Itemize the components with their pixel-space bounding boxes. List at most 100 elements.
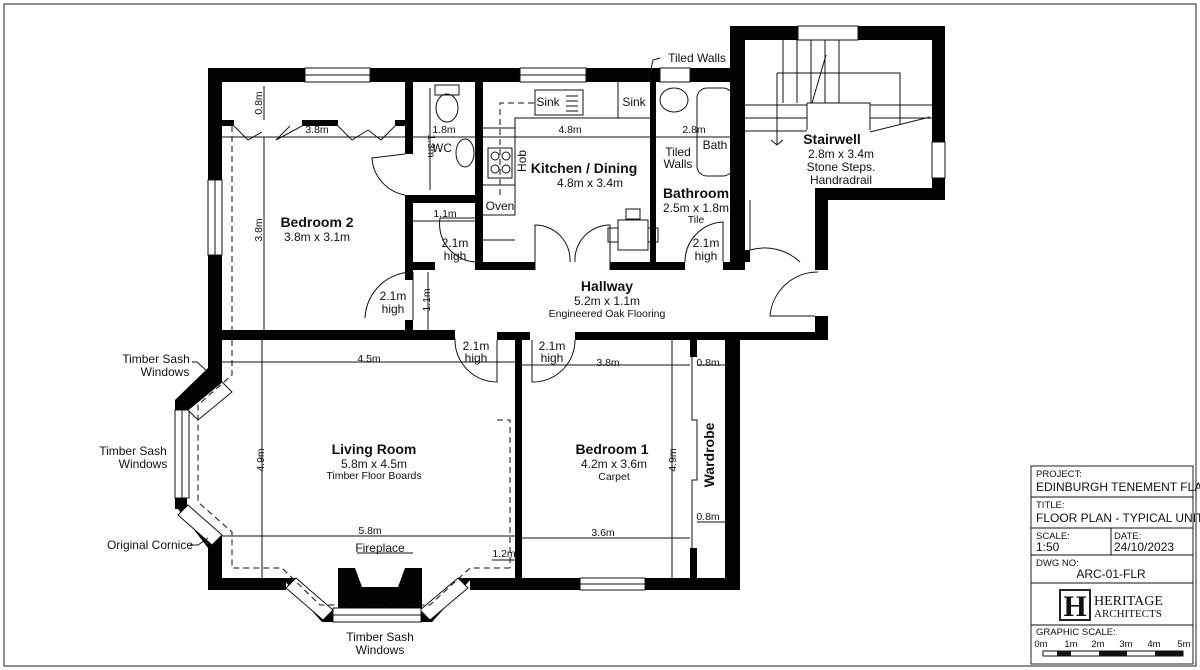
label-oven: Oven xyxy=(486,199,515,213)
original-cornice-line xyxy=(197,340,512,606)
logo-line1: HERITAGE xyxy=(1094,594,1163,609)
wardrobe-doors-bedroom2[interactable] xyxy=(233,125,396,141)
door-entrance[interactable] xyxy=(769,271,819,317)
fixtures xyxy=(197,40,932,608)
door-bathroom[interactable] xyxy=(684,221,724,263)
label-fireplace: Fireplace xyxy=(355,541,405,555)
room-size-bedroom1: 4.2m x 3.6m xyxy=(581,457,647,471)
room-size-living: 5.8m x 4.5m xyxy=(341,457,407,471)
tb-dwg-label: DWG NO: xyxy=(1036,558,1079,569)
scale-tick-3: 3m xyxy=(1119,639,1132,650)
dim-bed2-robe-depth: 0.8m xyxy=(253,91,265,115)
tb-scale-label: SCALE: xyxy=(1036,531,1070,542)
room-name-bathroom: Bathroom xyxy=(663,185,729,201)
door-label-bathroom-1: 2.1m xyxy=(693,236,720,250)
window-stairwell-top xyxy=(797,25,859,41)
tb-scale: 1:50 xyxy=(1036,540,1060,554)
tb-date-label: DATE: xyxy=(1114,531,1141,542)
dim-bed1-robe-top: 0.8m xyxy=(696,357,720,369)
tb-project: EDINBURGH TENEMENT FLAT xyxy=(1036,480,1200,494)
window-bathroom xyxy=(659,67,691,83)
door-label-living-2: high xyxy=(465,351,488,365)
dimension-lines xyxy=(222,86,738,578)
door-label-bathroom-2: high xyxy=(695,249,718,263)
dim-bed1-robe-bottom: 0.8m xyxy=(696,511,720,523)
door-label-bedroom1-1: 2.1m xyxy=(539,339,566,353)
wardrobe-doors-bedroom1[interactable] xyxy=(691,357,698,548)
dim-living-bottom: 5.8m xyxy=(358,525,382,537)
door-label-bedroom2-1: 2.1m xyxy=(380,289,407,303)
dim-kitchen-width: 4.8m xyxy=(558,124,582,136)
door-height-labels: 2.1m high 2.1m high 2.1m high 2.1m high … xyxy=(380,236,720,365)
dim-wc-width: 1.8m xyxy=(432,124,456,136)
kitchen-sink-icon xyxy=(534,89,584,116)
door-bedroom2[interactable] xyxy=(364,271,414,320)
room-name-living: Living Room xyxy=(332,441,417,457)
scale-tick-4: 4m xyxy=(1147,639,1160,650)
hob-icon xyxy=(487,147,513,179)
dim-bed2-width: 3.8m xyxy=(305,124,329,136)
tb-graphic-scale-label: GRAPHIC SCALE: xyxy=(1036,627,1116,638)
room-name-hallway: Hallway xyxy=(581,278,633,294)
heritage-logo: H HERITAGE ARCHITECTS xyxy=(1059,589,1163,623)
wc-cistern xyxy=(434,84,460,96)
door-living[interactable] xyxy=(454,338,498,383)
room-name-stairwell: Stairwell xyxy=(803,131,861,147)
label-wc: WC xyxy=(432,141,452,155)
tb-title-label: TITLE: xyxy=(1036,500,1065,511)
annotation-sash-1-line1: Timber Sash xyxy=(122,352,190,366)
dim-bed1-top: 3.8m xyxy=(596,357,620,369)
leader-sash-1 xyxy=(192,361,209,373)
scale-tick-2: 2m xyxy=(1091,639,1104,650)
door-label-cupboard-2: high xyxy=(444,249,467,263)
annotation-sash-3-line1: Timber Sash xyxy=(346,630,414,644)
door-label-living-1: 2.1m xyxy=(463,339,490,353)
window-bottom-left xyxy=(285,577,334,621)
tb-title: FLOOR PLAN - TYPICAL UNIT xyxy=(1036,511,1200,525)
door-wc[interactable] xyxy=(371,153,406,196)
bath-icon xyxy=(696,87,734,177)
dim-living-recess: 1.2m xyxy=(492,548,516,560)
annotation-cornice: Original Cornice xyxy=(107,538,193,552)
dim-living-top: 4.5m xyxy=(357,353,381,365)
room-name-wardrobe: Wardrobe xyxy=(701,422,717,487)
door-label-cupboard-1: 2.1m xyxy=(442,236,469,250)
dim-bed1-bottom: 3.6m xyxy=(591,527,615,539)
door-stairwell[interactable] xyxy=(749,200,801,263)
room-name-bedroom2: Bedroom 2 xyxy=(280,214,353,230)
label-hob: Hob xyxy=(515,150,529,172)
window-stairwell-side xyxy=(931,141,946,179)
room-name-bedroom1: Bedroom 1 xyxy=(575,441,648,457)
dim-bed2-length: 3.8m xyxy=(253,218,265,242)
annotation-sash-3-line2: Windows xyxy=(356,643,405,657)
leader-tiled-walls xyxy=(647,57,661,83)
room-finish-hallway: Engineered Oak Flooring xyxy=(549,308,666,320)
room-size-bathroom: 2.5m x 1.8m xyxy=(663,201,729,215)
label-tiled-walls-1: Tiled xyxy=(665,145,691,159)
title-block: PROJECT: EDINBURGH TENEMENT FLAT TITLE: … xyxy=(1030,465,1200,665)
room-finish-living: Timber Floor Boards xyxy=(326,470,421,482)
annotation-tiled-walls: Tiled Walls xyxy=(668,51,726,65)
door-label-bedroom1-2: high xyxy=(541,351,564,365)
door-kitchen-double[interactable] xyxy=(534,224,611,270)
scale-tick-0: 0m xyxy=(1034,639,1047,650)
logo-monogram: H xyxy=(1063,590,1086,623)
basin-wc-icon xyxy=(455,138,475,168)
door-bedroom1[interactable] xyxy=(531,339,576,383)
label-sink-2: Sink xyxy=(622,95,646,109)
tb-project-label: PROJECT: xyxy=(1036,469,1082,480)
logo-line2: ARCHITECTS xyxy=(1094,608,1162,620)
room-finish-bathroom: Tile xyxy=(688,214,705,226)
dim-wc-depth: 1.3m xyxy=(425,134,437,158)
window-bay-upper xyxy=(187,381,233,421)
graphic-scale: 0m 1m 2m 3m 4m 5m xyxy=(1034,639,1191,657)
scale-tick-5: 5m xyxy=(1177,639,1190,650)
dim-bed1-height: 4.9m xyxy=(667,448,679,472)
dim-cupboard-width: 1.1m xyxy=(433,208,457,220)
dim-bath-width: 2.8m xyxy=(682,124,706,136)
sheet-border xyxy=(3,3,1197,667)
room-name-kitchen: Kitchen / Dining xyxy=(531,160,638,176)
door-label-bedroom2-2: high xyxy=(382,302,405,316)
room-size-stairwell: 2.8m x 3.4m xyxy=(808,147,874,161)
